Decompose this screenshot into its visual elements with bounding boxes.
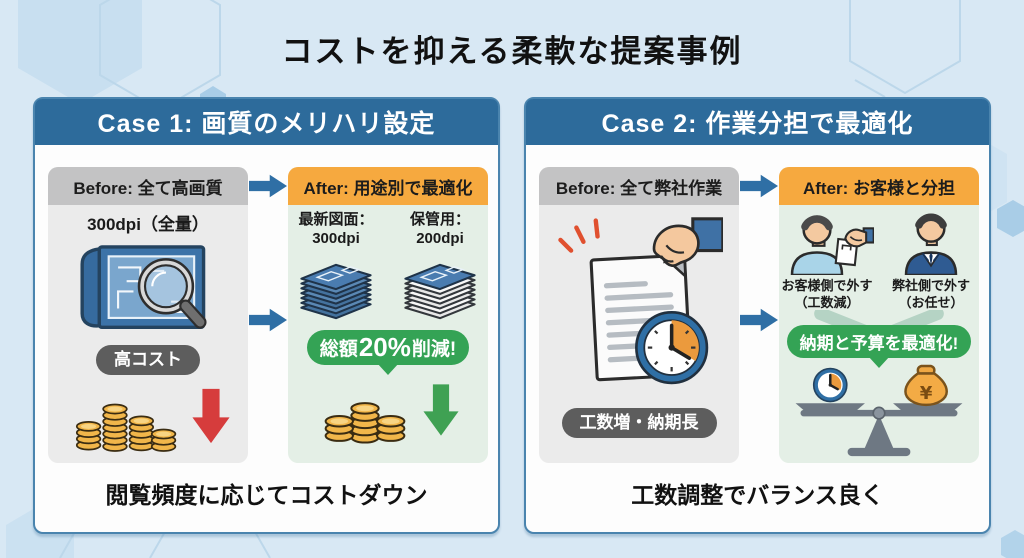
coin-pile-small-icon xyxy=(324,401,406,444)
gray-paper-stack-icon xyxy=(404,263,476,319)
stack-label: 最新図面： 300dpi xyxy=(298,211,374,247)
case2-after-panel: After: お客様と分担 お客様側で外す xyxy=(779,167,979,463)
case2-before-visual xyxy=(555,210,725,402)
stack-label: 保管用： 200dpi xyxy=(409,211,470,247)
document-hand-clock-icon xyxy=(558,217,725,385)
case1-before-panel: Before: 全て高画質 300dpi（全量） 高コスト xyxy=(48,167,248,463)
case2-caption: 工数調整でバランス良く xyxy=(631,482,884,508)
case2-card: Case 2: 作業分担で最適化 Before: 全て弊社作業 xyxy=(524,97,991,534)
case1-header: Case 1: 画質のメリハリ設定 xyxy=(35,99,498,145)
case1-after-panel: After: 用途別で最適化 最新図面： 300dpi xyxy=(288,167,488,463)
person-item-customer: お客様側で外す （工数減） xyxy=(780,210,874,312)
right-arrow-icon xyxy=(740,174,778,198)
coin-pile-large-icon xyxy=(75,403,177,452)
page-title: コストを抑える柔軟な提案事例 xyxy=(281,34,743,69)
case1-after-label: After: 用途別で最適化 xyxy=(288,167,488,205)
blue-paper-stack-icon xyxy=(300,263,372,319)
customer-person-icon xyxy=(790,215,874,275)
person-item-company: 弊社側で外す （お任せ） xyxy=(884,210,978,312)
case1-before-dpi-label: 300dpi（全量） xyxy=(87,215,209,234)
svg-text:¥: ¥ xyxy=(920,383,933,404)
case1-card: Case 1: 画質のメリハリ設定 Before: 全て高画質 300dpi（全… xyxy=(33,97,500,534)
case2-after-label: After: お客様と分担 xyxy=(779,167,979,205)
right-arrow-icon xyxy=(740,308,778,332)
stack-item-latest: 最新図面： 300dpi xyxy=(291,211,381,322)
right-arrow-icon xyxy=(249,308,287,332)
case2-after-visual: ¥ xyxy=(784,360,974,463)
stack-item-archive: 保管用： 200dpi xyxy=(395,211,485,322)
case1-stacks: 最新図面： 300dpi xyxy=(291,211,485,322)
red-down-arrow-icon xyxy=(192,388,230,443)
optimize-bubble: 納期と予算を最適化! xyxy=(786,325,972,358)
case2-transition-arrows xyxy=(738,167,780,463)
case1-after-cost-visual xyxy=(316,373,460,447)
case1-transition-arrows xyxy=(247,167,289,463)
company-person-icon xyxy=(904,213,958,275)
person-caption: 弊社側で外す （お任せ） xyxy=(891,278,970,310)
case2-persons: お客様側で外す （工数減） 弊社側で外す （お任せ） xyxy=(780,210,978,312)
blueprint-magnifier-icon xyxy=(80,245,207,330)
case2-before-panel: Before: 全て弊社作業 xyxy=(539,167,739,463)
case1-caption: 閲覧頻度に応じてコストダウン xyxy=(105,482,428,508)
green-down-arrow-icon xyxy=(423,383,459,436)
person-caption: お客様側で外す （工数減） xyxy=(781,278,873,310)
case1-before-label: Before: 全て高画質 xyxy=(48,167,248,205)
high-cost-badge: 高コスト xyxy=(96,345,200,375)
balance-scale-icon: ¥ xyxy=(795,364,963,457)
case2-before-label: Before: 全て弊社作業 xyxy=(539,167,739,205)
case2-header: Case 2: 作業分担で最適化 xyxy=(526,99,989,145)
workload-badge: 工数増・納期長 xyxy=(561,408,717,438)
case1-before-cost-visual xyxy=(65,377,231,455)
right-arrow-icon xyxy=(249,174,287,198)
